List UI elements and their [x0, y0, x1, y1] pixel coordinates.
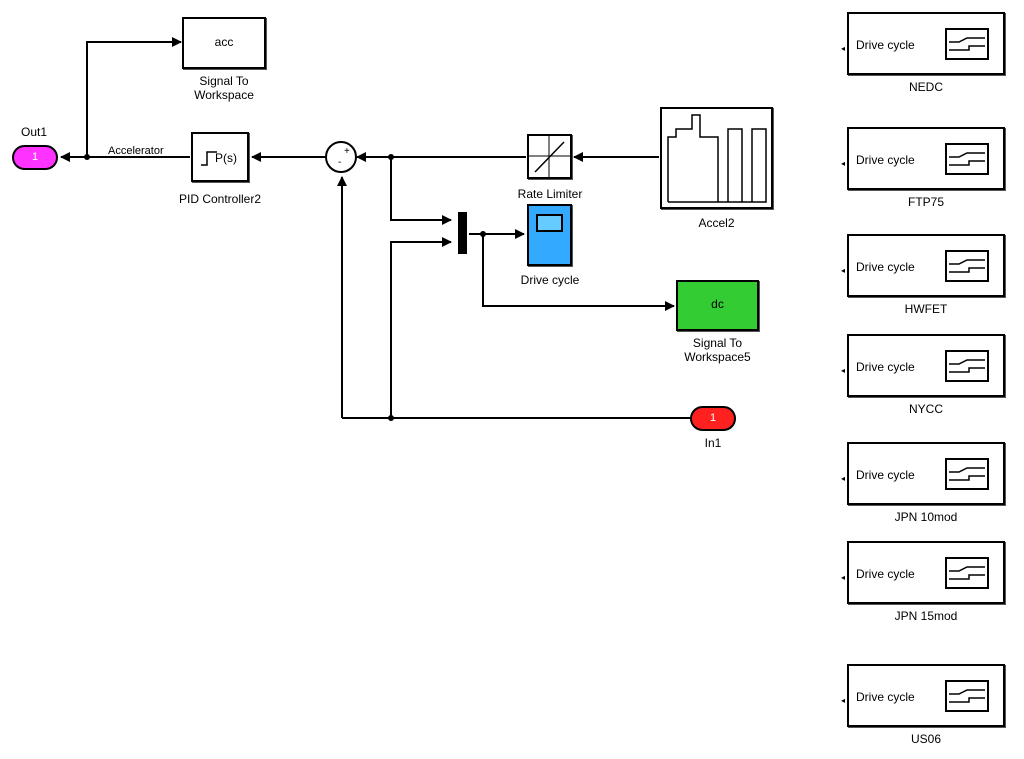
wire-branch-mux1[interactable]	[390, 157, 452, 225]
signal-to-workspace-label: Signal To Workspace	[194, 74, 254, 102]
drive-cycle-name: JPN 10mod	[894, 510, 958, 524]
drive-cycle-block-4[interactable]: ◂ Drive cycle	[841, 442, 1005, 505]
drive-cycle-block-5[interactable]: ◂ Drive cycle	[841, 541, 1005, 604]
signal-to-workspace-block[interactable]: acc	[182, 17, 266, 69]
drive-cycle-name: NEDC	[908, 80, 943, 94]
rate-limiter-label: Rate Limiter	[517, 187, 583, 201]
accel2-block[interactable]	[660, 107, 773, 209]
drive-cycle-block-text: Drive cycle	[856, 38, 915, 52]
drive-cycle-scope-block[interactable]	[527, 204, 572, 266]
wire-branch-acc[interactable]	[86, 37, 182, 157]
waveform-icon	[667, 114, 767, 203]
wire-branch-mux2[interactable]	[390, 237, 452, 418]
step-icon	[201, 151, 217, 166]
workspace-variable-acc: acc	[214, 35, 234, 49]
drive-cycle-block-text: Drive cycle	[856, 567, 915, 581]
drive-cycle-name: JPN 15mod	[894, 609, 958, 623]
rate-limiter-icon	[529, 136, 570, 177]
drive-cycle-icon	[945, 458, 989, 490]
drive-cycle-name: FTP75	[907, 195, 944, 209]
mux-block[interactable]	[458, 212, 467, 254]
rate-limiter-block[interactable]	[527, 134, 572, 179]
in1-port[interactable]: 1	[690, 406, 736, 431]
drive-cycle-icon	[945, 680, 989, 712]
accelerator-signal-label: Accelerator	[108, 145, 164, 157]
drive-cycle-block-0[interactable]: ◂ Drive cycle	[841, 12, 1005, 75]
drive-cycle-block-1[interactable]: ◂ Drive cycle	[841, 127, 1005, 190]
drive-cycle-block-text: Drive cycle	[856, 468, 915, 482]
accel2-label: Accel2	[698, 216, 735, 230]
drive-cycle-scope-label: Drive cycle	[520, 273, 580, 287]
drive-cycle-name: US06	[910, 732, 942, 746]
wire-mux-workspace5[interactable]	[482, 234, 675, 311]
sum-block[interactable]: + -	[325, 141, 357, 173]
drive-cycle-block-text: Drive cycle	[856, 690, 915, 704]
in1-label: In1	[704, 436, 722, 450]
pid-controller-block[interactable]: P(s)	[191, 132, 249, 182]
drive-cycle-name: NYCC	[908, 402, 943, 416]
scope-screen-icon	[536, 214, 563, 232]
drive-cycle-block-text: Drive cycle	[856, 153, 915, 167]
drive-cycle-block-2[interactable]: ◂ Drive cycle	[841, 234, 1005, 297]
out1-port[interactable]: 1	[12, 145, 58, 170]
drive-cycle-block-6[interactable]: ◂ Drive cycle	[841, 664, 1005, 727]
drive-cycle-icon	[945, 250, 989, 282]
drive-cycle-block-text: Drive cycle	[856, 260, 915, 274]
out1-label: Out1	[20, 125, 47, 139]
pid-controller-label: PID Controller2	[178, 192, 262, 206]
drive-cycle-icon	[945, 28, 989, 60]
drive-cycle-icon	[945, 557, 989, 589]
drive-cycle-icon	[945, 350, 989, 382]
drive-cycle-icon	[945, 143, 989, 175]
drive-cycle-block-text: Drive cycle	[856, 360, 915, 374]
signal-to-workspace5-block[interactable]: dc	[676, 280, 759, 331]
drive-cycle-name: HWFET	[904, 302, 948, 316]
drive-cycle-block-3[interactable]: ◂ Drive cycle	[841, 334, 1005, 397]
signal-to-workspace5-label: Signal To Workspace5	[684, 336, 751, 364]
workspace-variable-dc: dc	[711, 297, 724, 311]
